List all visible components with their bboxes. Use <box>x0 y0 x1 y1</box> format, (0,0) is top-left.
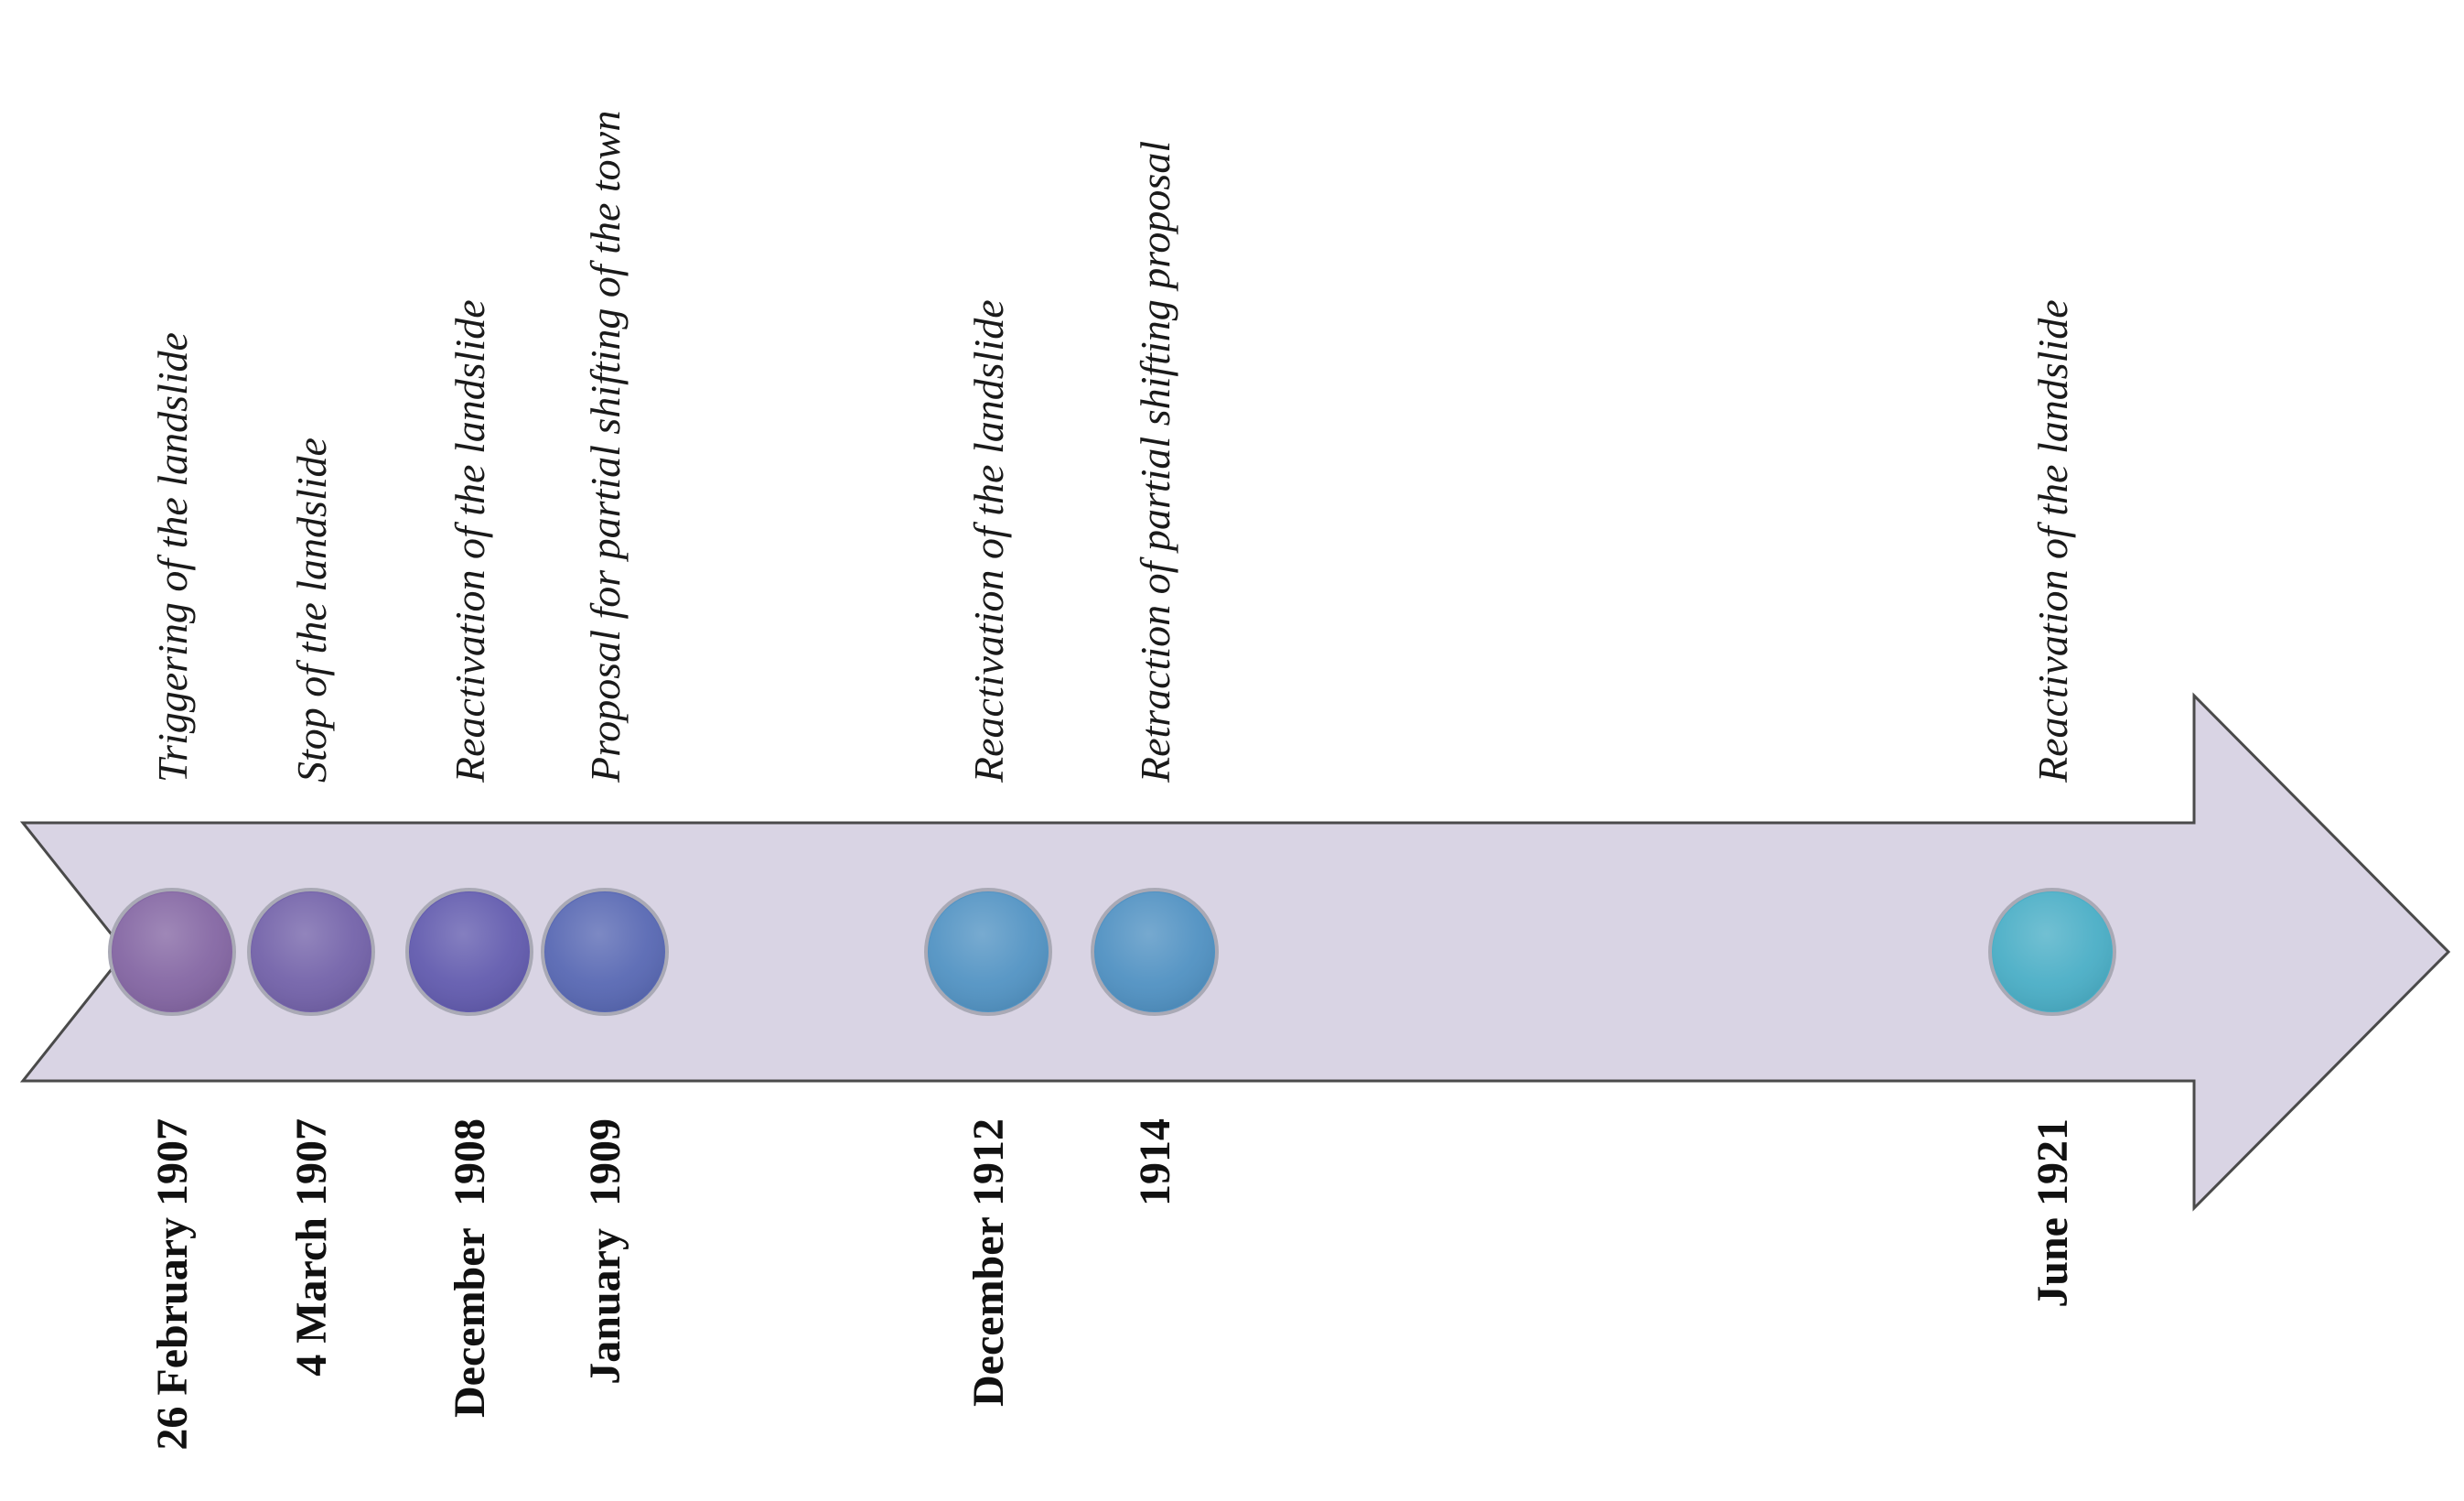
event-label: Reactivation of the landslide <box>447 299 493 783</box>
event-label: Reactivation of the landslide <box>965 299 1012 783</box>
date-label: 26 February 1907 <box>148 1118 197 1451</box>
event-label: Retraction of partial shifting proposal <box>1132 141 1178 783</box>
event-marker-sheen <box>1993 892 2112 1011</box>
event-label: Triggering of the landslide <box>149 332 196 783</box>
event-marker-sheen <box>929 892 1048 1011</box>
event-marker-sheen <box>1095 892 1214 1011</box>
event-marker-sheen <box>252 892 371 1011</box>
date-label: 1914 <box>1131 1118 1179 1206</box>
event-marker-sheen <box>410 892 529 1011</box>
event-label: Reactivation of the landslide <box>2029 299 2076 783</box>
event-marker-sheen <box>113 892 231 1011</box>
timeline-event: Triggering of the landslide 26 February 1… <box>108 332 236 1451</box>
date-label: December 1912 <box>964 1118 1013 1407</box>
date-label: June 1921 <box>2028 1118 2077 1308</box>
event-label: Proposal for partial shifting of the tow… <box>582 111 629 783</box>
timeline-event: Retraction of partial shifting proposal 1… <box>1091 141 1219 1206</box>
timeline-event: Stop of the landslide 4 March 1907 <box>247 437 375 1377</box>
timeline-event: Proposal for partial shifting of the tow… <box>541 111 669 1385</box>
date-label: December 1908 <box>446 1118 494 1418</box>
timeline-arrow <box>19 692 2451 1212</box>
date-label: 4 March 1907 <box>287 1118 336 1377</box>
timeline-events: Triggering of the landslide 26 February 1… <box>108 111 2116 1451</box>
date-label: January 1909 <box>581 1118 629 1385</box>
event-marker-sheen <box>545 892 664 1011</box>
event-label: Stop of the landslide <box>288 437 335 783</box>
